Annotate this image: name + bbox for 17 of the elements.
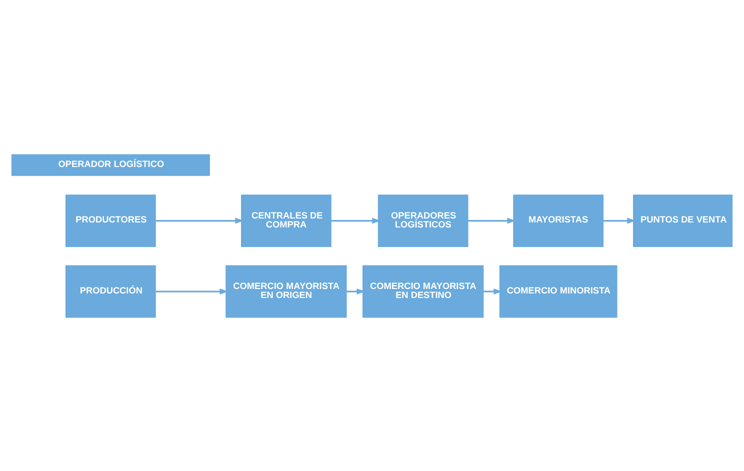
node-box: COMERCIO MINORISTA: [499, 264, 618, 318]
node-box: COMERCIO MAYORISTA EN DESTINO: [362, 264, 484, 318]
arrow: [156, 288, 228, 294]
node-box: CENTRALES DE COMPRA: [241, 194, 332, 246]
arrow: [468, 217, 516, 224]
node-box: PRODUCTORES: [65, 194, 156, 246]
node-box: MAYORISTAS: [513, 194, 604, 246]
node-box: COMERCIO MAYORISTA EN ORIGEN: [226, 264, 347, 318]
arrow: [156, 217, 244, 224]
node-box: PUNTOS DE VENTA: [633, 194, 733, 246]
node-box: OPERADORES LOGÍSTICOS: [378, 194, 468, 246]
arrow: [483, 288, 502, 294]
node-box: PRODUCCIÓN: [65, 264, 156, 318]
arrow: [331, 217, 381, 224]
arrow: [346, 288, 366, 294]
node-box: OPERADOR LOGÍSTICO: [11, 154, 210, 176]
arrow: [603, 217, 636, 224]
